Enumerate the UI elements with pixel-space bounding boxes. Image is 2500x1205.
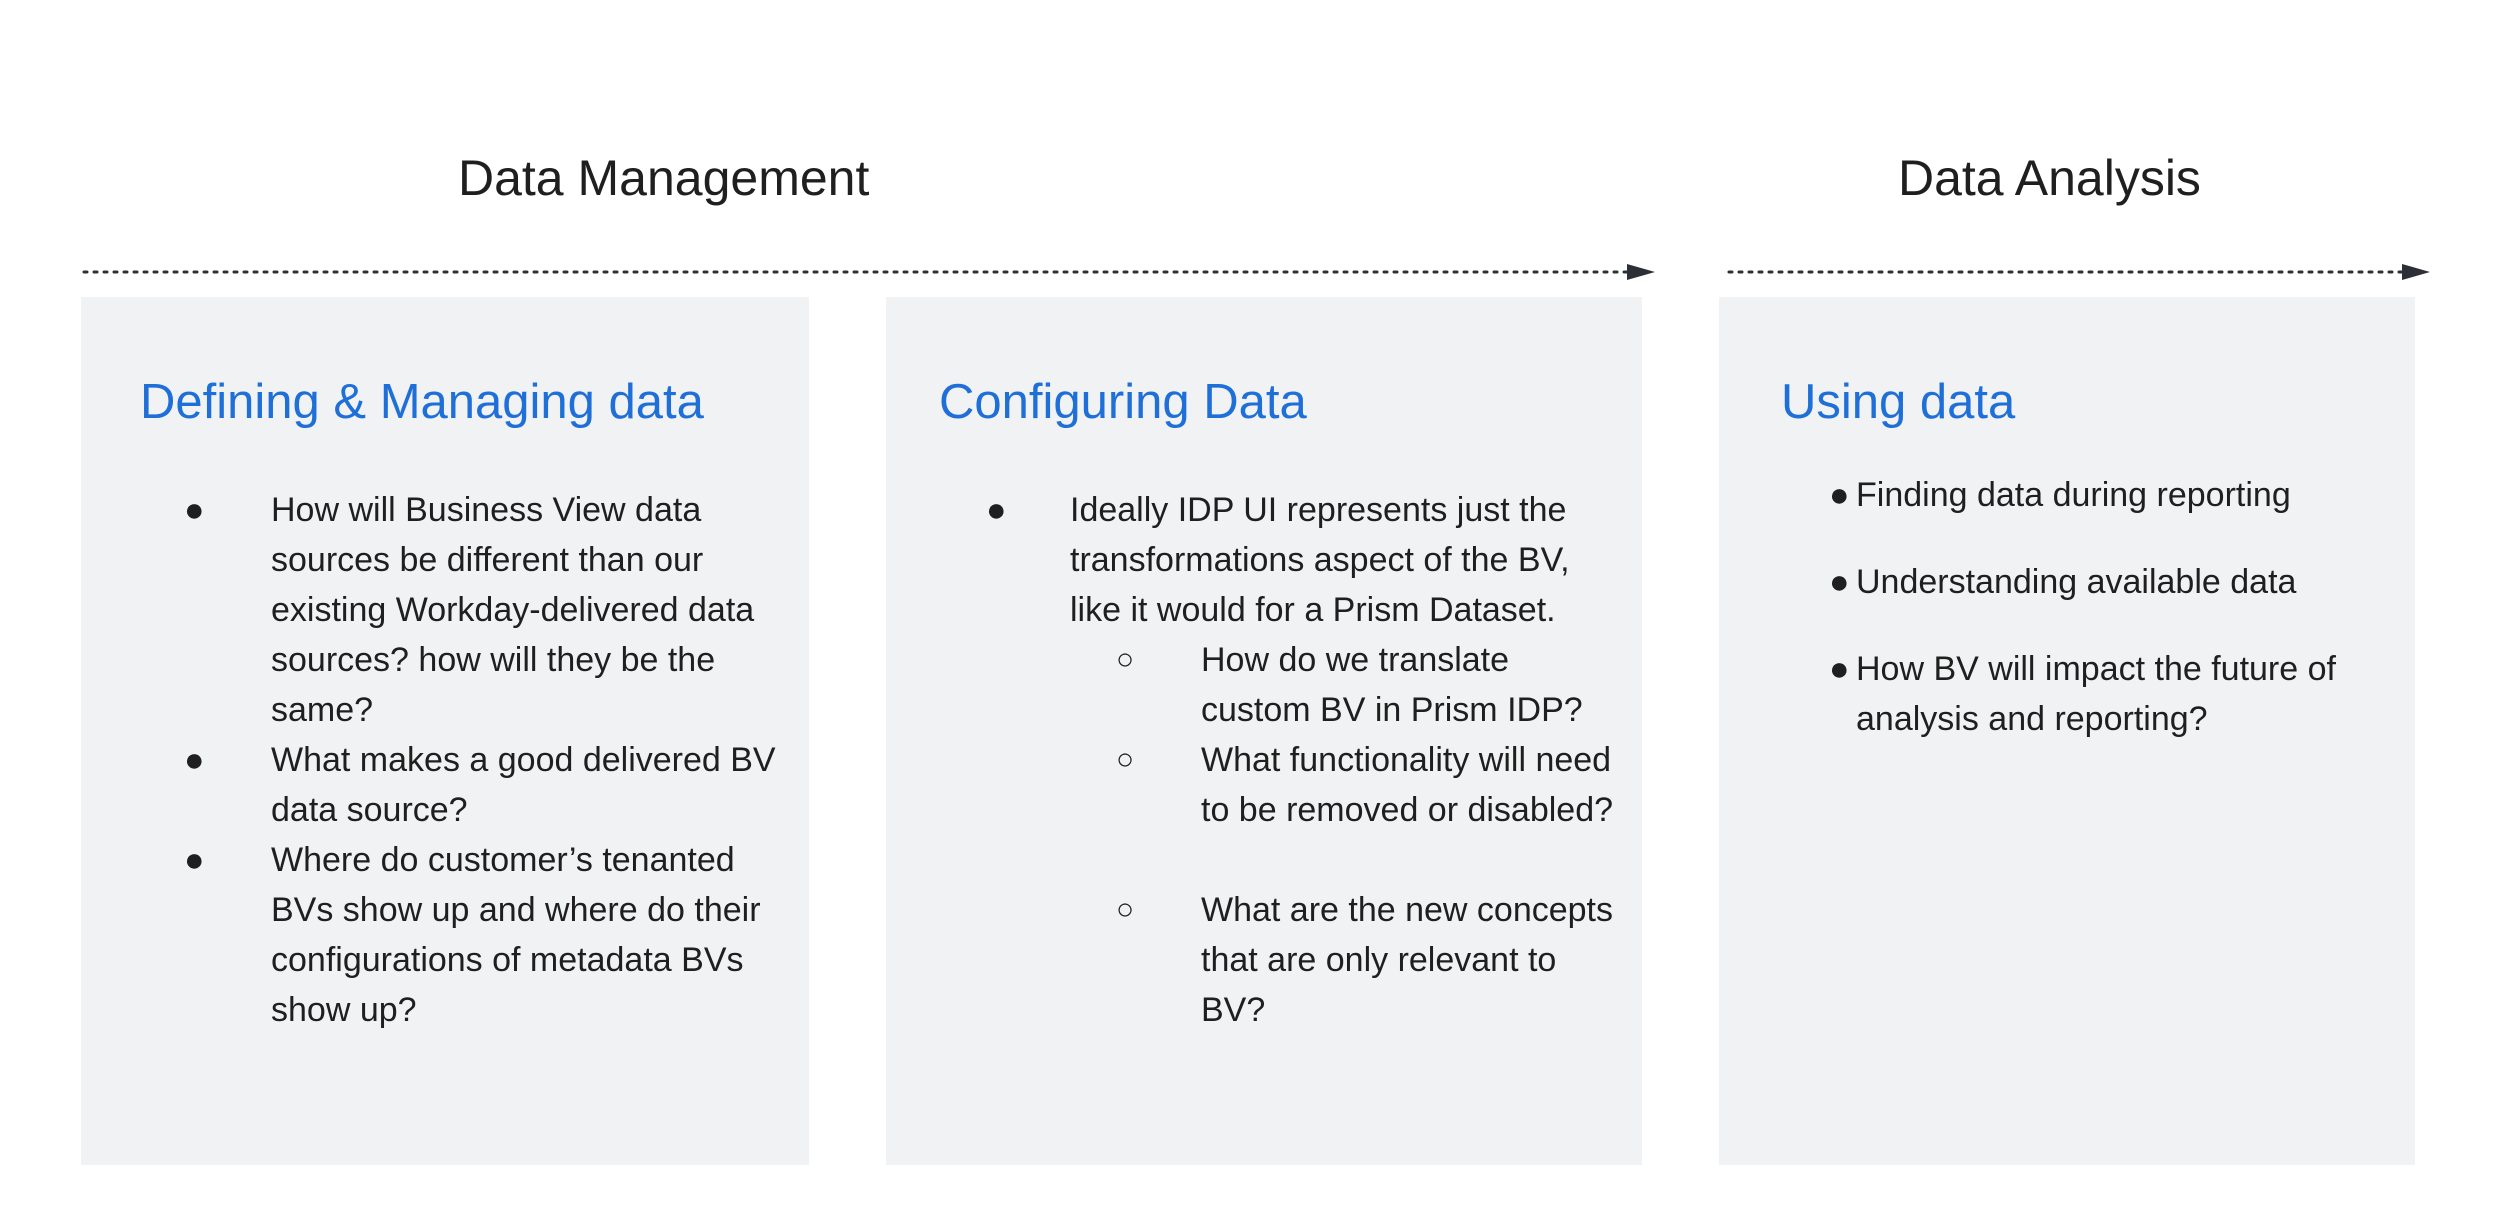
list-item: ● What makes a good delivered BV data so…: [184, 735, 804, 835]
list-item-text: Understanding available data: [1856, 563, 2297, 601]
hollow-bullet-icon: ○: [1116, 743, 1135, 776]
data-analysis-arrow: [1725, 262, 2430, 282]
configuring-data-panel: Configuring Data ● Ideally IDP UI repres…: [886, 297, 1642, 1165]
hollow-bullet-icon: ○: [1116, 893, 1135, 926]
list-item-text: What makes a good delivered BV data sour…: [271, 741, 776, 829]
sub-list-item: ○ What functionality will need to be rem…: [1116, 735, 1626, 835]
defining-managing-panel: Defining & Managing data ● How will Busi…: [81, 297, 809, 1165]
hollow-bullet-icon: ○: [1116, 643, 1135, 676]
list-item: ● Where do customer’s tenanted BVs show …: [184, 835, 804, 1035]
list-item-text: Finding data during reporting: [1856, 476, 2291, 514]
sub-list-item-text: How do we translate custom BV in Prism I…: [1201, 641, 1583, 729]
sub-list-item-text: What functionality will need to be remov…: [1201, 741, 1614, 829]
sub-list-item: ○ How do we translate custom BV in Prism…: [1116, 635, 1626, 735]
data-management-title: Data Management: [458, 150, 870, 206]
sub-list-item-text: What are the new concepts that are only …: [1201, 891, 1614, 1029]
list-item: ● How will Business View data sources be…: [184, 485, 804, 735]
list-item-text: Where do customer’s tenanted BVs show up…: [271, 841, 761, 1029]
bullet-icon: ●: [184, 741, 205, 779]
sub-list-item: ○ What are the new concepts that are onl…: [1116, 885, 1626, 1035]
bullet-icon: ●: [1829, 476, 1850, 514]
data-analysis-title: Data Analysis: [1898, 150, 2201, 206]
list-item: ● How BV will impact the future of analy…: [1829, 644, 2399, 744]
arrowhead-icon: [1627, 264, 1655, 280]
list-item: ● Finding data during reporting: [1829, 470, 2399, 520]
data-management-arrow: [80, 262, 1655, 282]
panel-heading: Using data: [1781, 375, 2016, 429]
list-item: ● Ideally IDP UI represents just the tra…: [986, 485, 1636, 635]
bullet-icon: ●: [1829, 563, 1850, 601]
list-item-text: Ideally IDP UI represents just the trans…: [1070, 491, 1570, 629]
bullet-icon: ●: [986, 491, 1007, 529]
panel-heading: Defining & Managing data: [140, 375, 704, 429]
list-item-text: How BV will impact the future of analysi…: [1856, 650, 2336, 738]
arrowhead-icon: [2402, 264, 2430, 280]
bullet-icon: ●: [184, 491, 205, 529]
using-data-panel: Using data ● Finding data during reporti…: [1719, 297, 2415, 1165]
list-item-text: How will Business View data sources be d…: [271, 491, 755, 729]
bullet-icon: ●: [184, 841, 205, 879]
bullet-icon: ●: [1829, 650, 1850, 688]
panel-heading: Configuring Data: [939, 375, 1307, 429]
list-item: ● Understanding available data: [1829, 557, 2399, 607]
